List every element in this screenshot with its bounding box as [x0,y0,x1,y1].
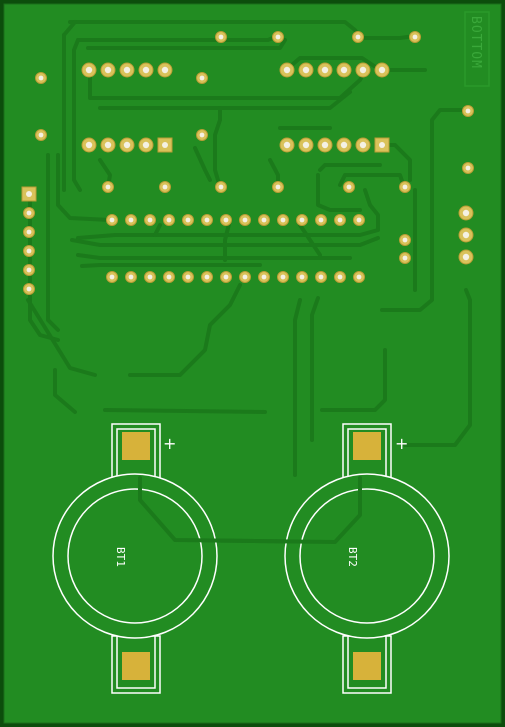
battery-bt1-plus: + [163,434,176,453]
battery-bt2: BT2 + [284,423,450,694]
battery-bt1-label: BT1 [114,547,127,567]
battery-bt2-plus: + [395,434,408,453]
trace-group [26,20,472,547]
battery-traces [138,476,362,544]
battery-bt2-label: BT2 [346,547,359,567]
header-right-vertical [458,205,474,265]
layer-label-text: BOTTOM [468,16,483,69]
layer-label: BOTTOM [464,11,490,87]
battery-bt1: BT1 + [52,423,218,694]
